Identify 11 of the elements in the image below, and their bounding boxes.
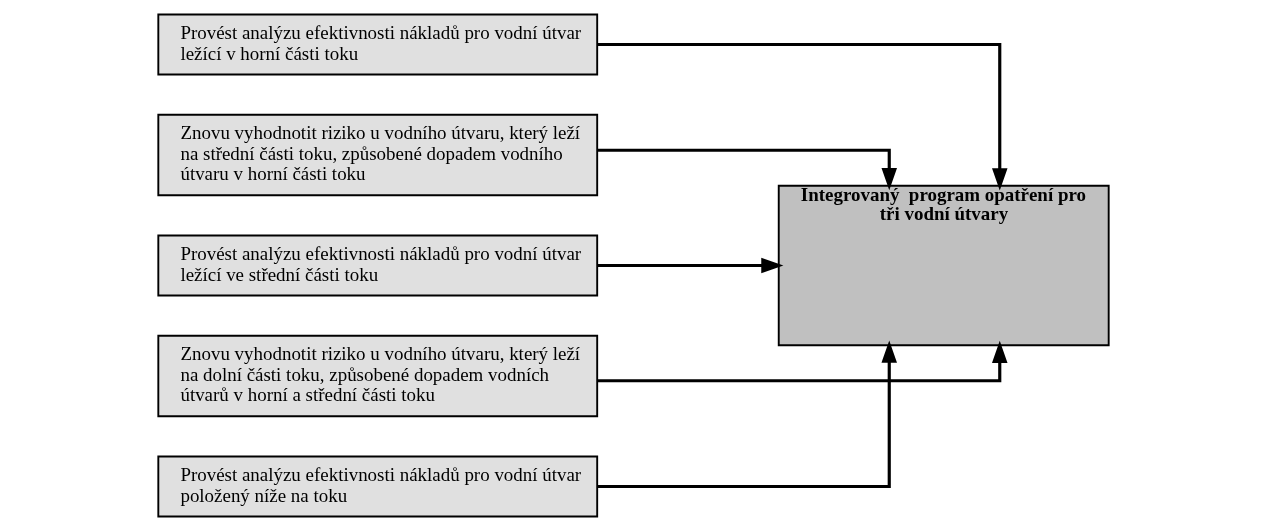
node-box: Znovu vyhodnotit riziko u vodního útvaru, který leží na dolní části toku, způsobené dopadem vodních útvarů v horní a střední části toku	[156, 334, 598, 418]
arrow	[597, 340, 897, 489]
node-box: Provést analýzu efektivnosti nákladů pro vodní útvar ležící v horní části toku	[156, 13, 598, 76]
node-box: Provést analýzu efektivnosti nákladů pro vodní útvar položený níže na toku	[156, 455, 598, 518]
arrow	[596, 257, 783, 274]
arrow	[597, 148, 897, 191]
arrow	[597, 42, 1007, 191]
node-box: Provést analýzu efektivnosti nákladů pro vodní útvar ležící ve střední části toku	[156, 234, 598, 297]
node-box: Znovu vyhodnotit riziko u vodního útvaru, který leží na střední části toku, způsobené dopadem vodního útvaru v horní části toku	[156, 113, 598, 197]
arrow	[597, 340, 1007, 383]
node-box: Integrovaný program opatření pro tři vodní útvary	[777, 184, 1110, 347]
